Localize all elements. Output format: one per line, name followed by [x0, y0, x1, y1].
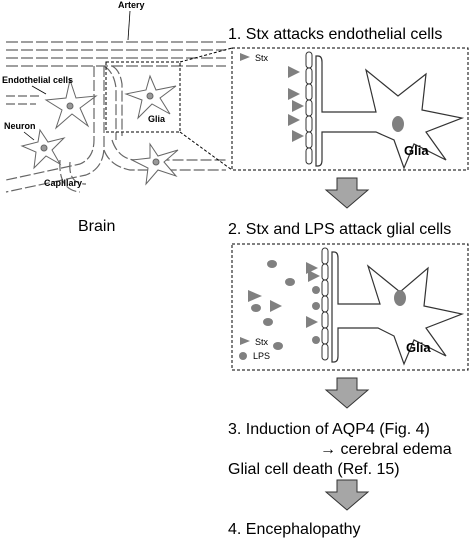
capillary-vessel: [5, 65, 226, 193]
left-cells: [20, 74, 179, 186]
glia-cell-1: [315, 55, 465, 170]
lps-legend-marker: [239, 352, 247, 360]
artery-label: Artery: [118, 0, 145, 10]
glia-label-small: Glia: [148, 114, 166, 124]
down-arrow-1: [324, 177, 370, 209]
capillary-label: Capillary: [44, 178, 82, 188]
down-arrow-3: [324, 479, 370, 511]
lps-legend-label: LPS: [253, 351, 270, 361]
zoom-region-box: [105, 61, 181, 133]
step-1-text: 1. Stx attacks endothelial cells: [228, 26, 442, 43]
artery-vessel: [6, 41, 226, 67]
step-4-text: 4. Encephalopathy: [228, 521, 361, 538]
endothelial-wall-1: [305, 51, 313, 165]
down-arrow-2: [324, 377, 370, 409]
vessel-sketch: [5, 41, 226, 193]
stx-legend-label-1: Stx: [255, 53, 269, 63]
zoom-connector-bottom: [179, 131, 233, 171]
stx-legend-label-2: Stx: [255, 337, 269, 347]
stx-legend-marker-2: [240, 337, 250, 345]
stx-legend-marker: [240, 53, 250, 61]
step-3-edema-text: → cerebral edema: [320, 441, 452, 458]
glia-cell-2: [331, 251, 465, 366]
step-3-text: 3. Induction of AQP4 (Fig. 4): [228, 421, 430, 438]
glia-nucleus-2: [394, 290, 406, 306]
step-3-glial-death-text: Glial cell death (Ref. 15): [228, 461, 400, 478]
box-1-endothelial-attack: Stx Glia: [231, 47, 469, 171]
zoom-connector-top: [179, 47, 233, 63]
neuron-label: Neuron: [4, 121, 36, 131]
box-2-glial-attack: Glia Stx LPS: [231, 243, 469, 371]
endothelial-wall-2: [321, 247, 329, 361]
endothelial-cells-label: Endothelial cells: [2, 75, 73, 85]
glia-nucleus-1: [392, 116, 404, 132]
brain-label: Brain: [78, 218, 115, 235]
glia-label-box-1: Glia: [404, 143, 429, 158]
stx-markers-1: [288, 66, 304, 142]
glia-label-box-2: Glia: [406, 340, 431, 355]
step-2-text: 2. Stx and LPS attack glial cells: [228, 221, 451, 238]
stx-lps-markers-2: [248, 260, 320, 350]
